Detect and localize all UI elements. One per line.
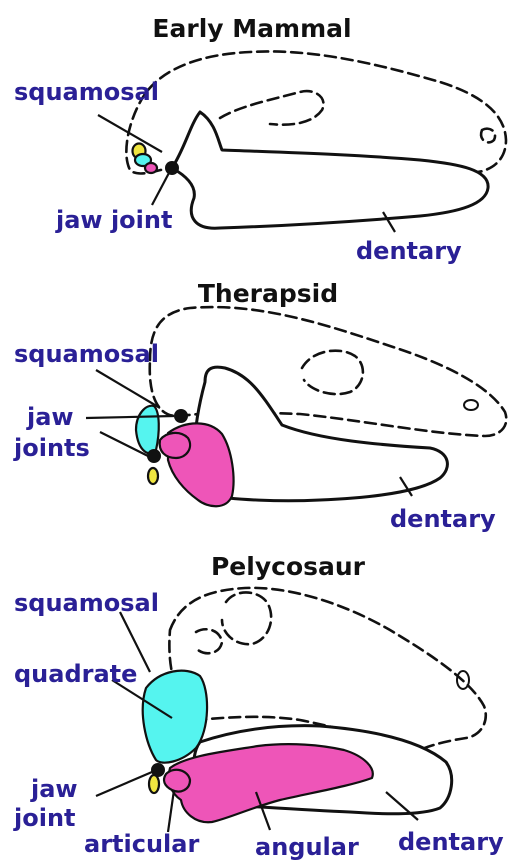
mammal-ear-bone-pink [145, 163, 157, 173]
therapsid-jaw-joints-label-line2: joints [13, 434, 90, 462]
pelycosaur-eye-socket [196, 629, 222, 653]
pelycosaur-squamosal-label: squamosal [14, 589, 159, 617]
mammal-jaw-joint-label: jaw joint [55, 206, 172, 234]
pelycosaur-jaw-joint-leader [96, 772, 152, 796]
therapsid-jaw-joint-dot-lower [147, 449, 161, 463]
therapsid-eye-socket [302, 351, 363, 394]
therapsid-quadrate-bone [136, 406, 159, 454]
pelycosaur-title: Pelycosaur [211, 552, 366, 581]
pelycosaur-angular-label: angular [255, 833, 359, 861]
pelycosaur-articular-leader [168, 790, 174, 832]
mammal-squamosal-label: squamosal [14, 78, 159, 106]
early-mammal-title: Early Mammal [152, 14, 351, 43]
panel-therapsid: Therapsid squamosal jaw joints dentary [13, 279, 506, 533]
pelycosaur-articular-label: articular [84, 830, 199, 858]
mammal-skull-nostril [481, 129, 495, 143]
therapsid-title: Therapsid [198, 279, 338, 308]
panel-pelycosaur: Pelycosaur squamosal quadrate jaw joint … [13, 552, 504, 861]
mammal-squamosal-leader [98, 115, 162, 152]
pelycosaur-jaw-joint-label-line2: joint [13, 804, 76, 832]
therapsid-jaw-joint-dot-upper [174, 409, 188, 423]
therapsid-squamosal-label: squamosal [14, 340, 159, 368]
mammal-skull-inner [220, 91, 323, 125]
pelycosaur-articular-lobe [164, 770, 190, 792]
mammal-jaw-joint-dot [165, 161, 179, 175]
pelycosaur-articular-bone [149, 775, 159, 793]
pelycosaur-temporal-opening [222, 592, 271, 644]
therapsid-nostril [464, 400, 478, 410]
therapsid-jaw-joint-leader-upper [86, 416, 174, 418]
mammal-dentary-bone [172, 112, 488, 228]
pelycosaur-jaw-joint-label-line1: jaw [30, 775, 78, 803]
therapsid-articular-bone [148, 468, 158, 484]
pelycosaur-quadrate-label: quadrate [14, 660, 137, 688]
mammal-jaw-joint-leader [152, 171, 170, 205]
pelycosaur-dentary-label: dentary [398, 828, 504, 856]
pelycosaur-jaw-joint-dot [151, 763, 165, 777]
panel-early-mammal: Early Mammal squamosal jaw joint dentary [14, 14, 506, 265]
therapsid-dentary-label: dentary [390, 505, 496, 533]
mammal-dentary-label: dentary [356, 237, 462, 265]
therapsid-angular-lobe [160, 433, 190, 458]
therapsid-jaw-joints-label-line1: jaw [26, 403, 74, 431]
